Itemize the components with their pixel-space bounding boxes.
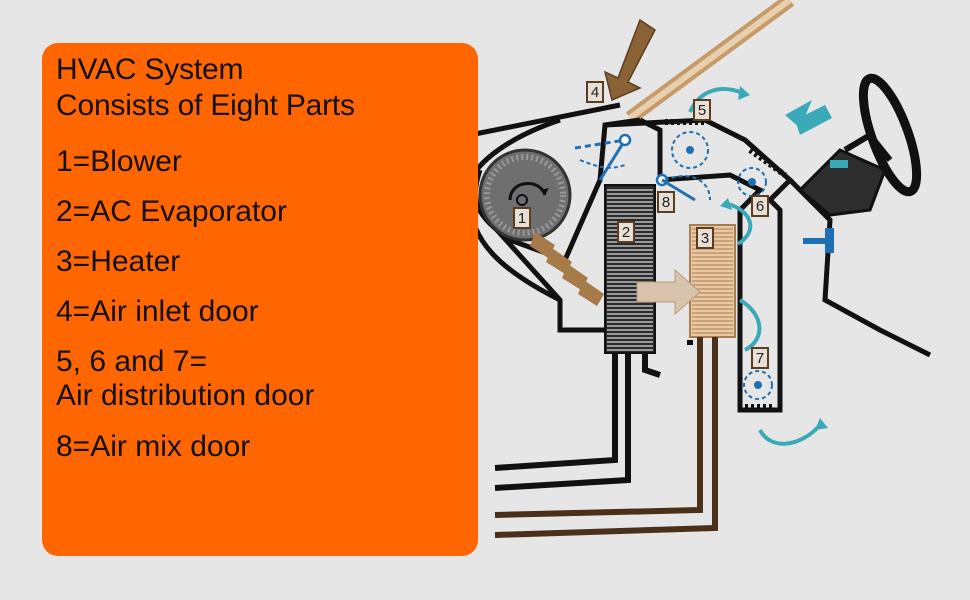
ac-evaporator — [604, 184, 656, 354]
part-label-1: 1 — [513, 207, 531, 229]
part-label-2: 2 — [617, 221, 635, 243]
svg-text:1: 1 — [518, 210, 526, 227]
door-7 — [743, 370, 773, 400]
panel-title-line1: HVAC System — [56, 53, 244, 86]
pipes — [494, 337, 718, 538]
svg-text:7: 7 — [756, 350, 764, 367]
steering-wheel — [797, 73, 922, 217]
svg-text:5: 5 — [698, 102, 706, 119]
part-label-4: 4 — [586, 81, 604, 103]
part-number-labels: 1 2 3 4 5 6 7 8 — [513, 81, 769, 369]
svg-text:3: 3 — [701, 230, 709, 247]
svg-text:8: 8 — [662, 194, 670, 211]
part-label-3: 3 — [696, 227, 714, 249]
part-label-7: 7 — [751, 347, 769, 369]
panel-title-line2: Consists of Eight Parts — [56, 89, 355, 122]
air-mix-door — [655, 173, 711, 202]
part-label-5: 5 — [693, 99, 711, 121]
svg-text:6: 6 — [756, 198, 764, 215]
door-5 — [671, 131, 709, 169]
part-label-6: 6 — [751, 195, 769, 217]
legend-item-blower: 1=Blower — [56, 145, 182, 178]
windshield — [625, 0, 795, 124]
airflow-arrowheads-teal — [720, 86, 832, 430]
legend-item-mix-door: 8=Air mix door — [56, 430, 251, 463]
svg-text:2: 2 — [622, 224, 630, 241]
blower-airflow-arrows — [530, 232, 604, 306]
grille-marks — [665, 119, 787, 410]
panel-title: HVAC System Consists of Eight Parts — [56, 52, 355, 124]
svg-text:4: 4 — [591, 84, 599, 101]
legend-panel — [42, 43, 478, 556]
dash-panel — [788, 178, 932, 358]
legend-item-inlet-door: 4=Air inlet door — [56, 295, 259, 328]
part-label-8: 8 — [657, 191, 675, 213]
legend-item-evaporator: 2=AC Evaporator — [56, 195, 287, 228]
legend-item-distribution-door: 5, 6 and 7= Air distribution door — [56, 345, 315, 412]
legend-item-heater: 3=Heater — [56, 245, 181, 278]
blower — [478, 148, 572, 242]
air-inlet-door — [574, 133, 632, 181]
airflow-arrow-to-heater — [636, 268, 701, 316]
air-inlet-arrow — [603, 18, 656, 102]
control-knob — [803, 228, 834, 253]
